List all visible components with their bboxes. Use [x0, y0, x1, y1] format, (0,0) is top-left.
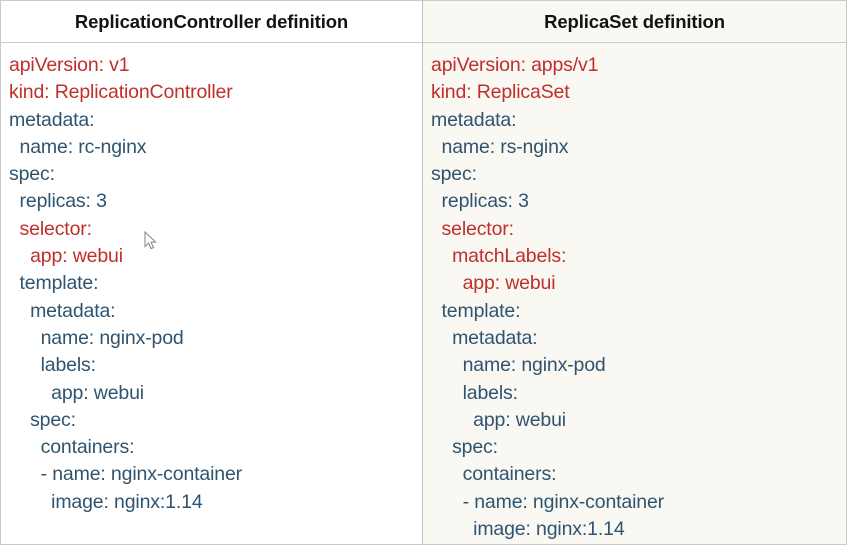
yaml-line: name: nginx-pod [431, 354, 606, 377]
yaml-line: labels: [431, 381, 518, 404]
yaml-line: kind: ReplicaSet [431, 81, 570, 104]
column-replicationcontroller: ReplicationController definition apiVers… [0, 0, 422, 545]
yaml-line: name: rs-nginx [431, 135, 569, 158]
yaml-line: app: webui [431, 272, 556, 295]
yaml-body-replicationcontroller: apiVersion: v1 kind: ReplicationControll… [0, 43, 422, 545]
yaml-line: template: [431, 299, 521, 322]
yaml-line: spec: [431, 436, 498, 459]
yaml-line: name: nginx-pod [9, 326, 184, 349]
yaml-line: apiVersion: apps/v1 [431, 54, 599, 76]
yaml-line: replicas: 3 [431, 190, 529, 213]
yaml-line: apiVersion: v1 [9, 54, 130, 76]
column-replicaset: ReplicaSet definition apiVersion: apps/v… [422, 0, 847, 545]
yaml-line: metadata: [431, 108, 517, 131]
yaml-line: matchLabels: [431, 245, 567, 268]
column-header-replicationcontroller: ReplicationController definition [0, 0, 422, 43]
yaml-line: selector: [431, 217, 515, 240]
yaml-line: - name: nginx-container [431, 490, 665, 513]
yaml-line: image: nginx:1.14 [9, 490, 203, 513]
yaml-line: spec: [9, 408, 76, 431]
yaml-body-replicaset: apiVersion: apps/v1 kind: ReplicaSet met… [422, 43, 847, 545]
yaml-line: metadata: [9, 108, 95, 131]
yaml-line: metadata: [9, 299, 116, 322]
yaml-line: app: webui [9, 245, 123, 268]
yaml-line: app: webui [431, 408, 566, 431]
column-header-replicaset: ReplicaSet definition [422, 0, 847, 43]
yaml-line: replicas: 3 [9, 190, 107, 213]
yaml-line: selector: [9, 217, 93, 240]
yaml-block-replicationcontroller: apiVersion: v1 kind: ReplicationControll… [1, 52, 422, 516]
yaml-line: metadata: [431, 326, 538, 349]
yaml-line: spec: [431, 163, 477, 186]
yaml-line: template: [9, 272, 99, 295]
yaml-line: containers: [431, 463, 557, 486]
yaml-line: containers: [9, 436, 135, 459]
yaml-line: name: rc-nginx [9, 135, 147, 158]
yaml-line: kind: ReplicationController [9, 81, 233, 104]
yaml-line: - name: nginx-container [9, 463, 243, 486]
yaml-block-replicaset: apiVersion: apps/v1 kind: ReplicaSet met… [423, 52, 846, 543]
yaml-line: labels: [9, 354, 96, 377]
yaml-line: image: nginx:1.14 [431, 518, 625, 541]
yaml-line: spec: [9, 163, 55, 186]
yaml-line: app: webui [9, 381, 144, 404]
